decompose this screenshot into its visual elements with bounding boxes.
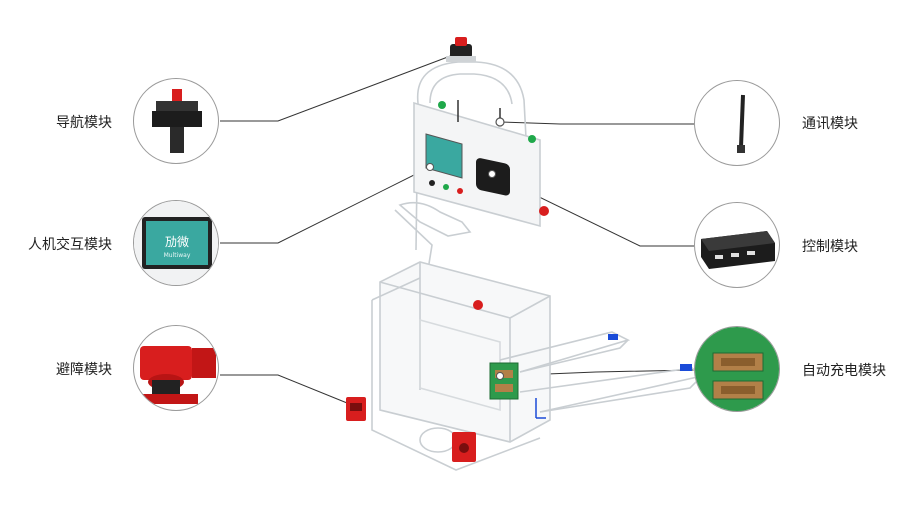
agv-body [371, 61, 704, 471]
fork-pad-front [680, 364, 692, 371]
obstacle-sensor-left [346, 397, 366, 421]
status-light-right [528, 135, 536, 143]
button-black [429, 180, 435, 186]
antenna-base [495, 117, 505, 127]
charging-board [489, 362, 519, 400]
controller-marker [488, 170, 496, 178]
leader-line-nav [220, 51, 462, 122]
leader-line-hmi [220, 166, 431, 244]
obstacle-sensor-front [452, 432, 476, 462]
label-comm-module: 通讯模块 [802, 116, 858, 132]
label-nav-module: 导航模块 [56, 115, 112, 131]
hmi-marker [426, 163, 434, 171]
nav-module-thumbnail [133, 78, 219, 164]
avoid-module-thumbnail [133, 325, 219, 411]
comm-module-thumbnail [694, 80, 780, 166]
leader-line-ctrl [491, 173, 694, 247]
hmi-screen [425, 133, 463, 179]
label-charge-module: 自动充电模块 [802, 363, 886, 379]
fork-pad-rear [608, 334, 618, 340]
leader-lines [220, 51, 695, 406]
label-avoid-module: 避障模块 [56, 362, 112, 378]
leader-line-comm [499, 121, 694, 125]
ctrl-module-thumbnail [694, 202, 780, 288]
label-ctrl-module: 控制模块 [802, 239, 858, 255]
lidar-sensor [446, 37, 476, 62]
label-hmi-module: 人机交互模块 [28, 237, 112, 253]
axis-marker [535, 398, 546, 419]
charge-module-thumbnail [694, 326, 780, 412]
hmi-screen-brand: Multiway [164, 252, 191, 259]
button-green [443, 184, 449, 190]
button-red [457, 188, 463, 194]
estop-side [539, 206, 549, 216]
hmi-module-thumbnail: 劢微 Multiway [133, 200, 219, 286]
estop-top [473, 300, 483, 310]
leader-line-avoid [220, 374, 353, 406]
hmi-screen-logo: 劢微 [165, 235, 189, 249]
status-light-left [438, 101, 446, 109]
